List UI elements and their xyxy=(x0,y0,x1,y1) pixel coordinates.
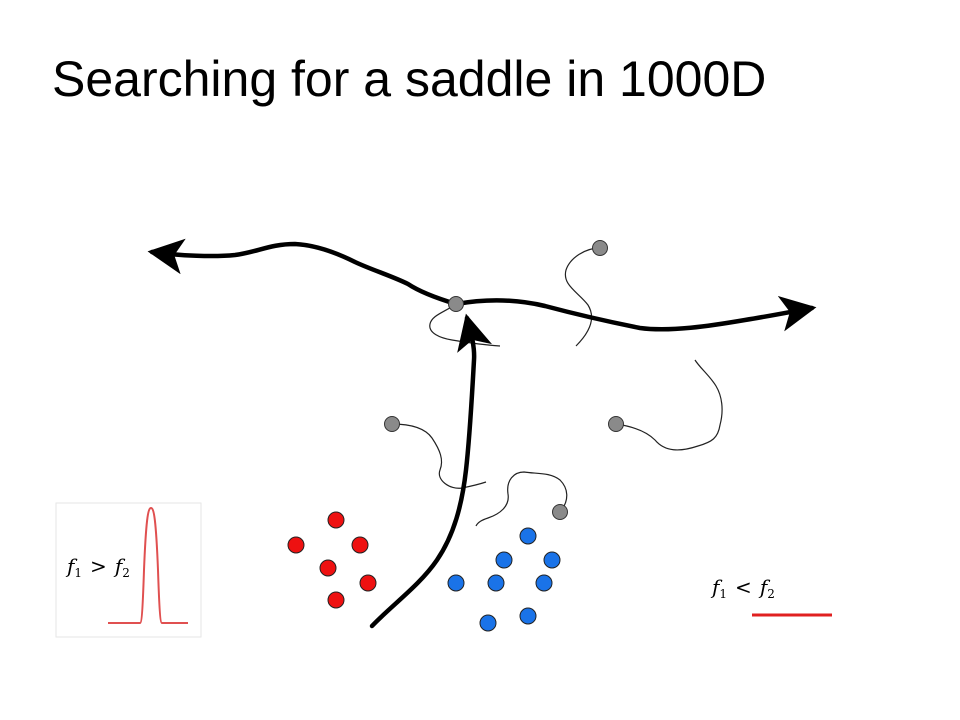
walk-from-lower-point xyxy=(475,471,568,527)
gray-point-lower xyxy=(552,504,568,520)
left-descent-path-arrow xyxy=(147,238,459,307)
right-inset: f1<f2 xyxy=(710,575,832,617)
blue-point xyxy=(495,551,513,569)
gray-points xyxy=(384,240,624,520)
gray-point-right xyxy=(608,416,624,432)
red-point xyxy=(351,536,369,554)
walk-from-top-right-point xyxy=(564,247,601,347)
red-cluster xyxy=(287,511,377,609)
blue-point xyxy=(479,614,497,632)
blue-point xyxy=(535,574,553,592)
left-inset-frame xyxy=(55,502,202,638)
right-descent-path-arrow xyxy=(453,295,817,332)
random-walk-trajectories xyxy=(391,247,723,527)
right-inset-equation: f1<f2 xyxy=(710,575,775,601)
saddle-paths xyxy=(147,238,817,629)
red-point xyxy=(319,559,337,577)
gray-point-left xyxy=(384,416,400,432)
left-sub1: 1 xyxy=(74,566,82,580)
red-point xyxy=(327,511,345,529)
red-point xyxy=(359,574,377,592)
blue-point xyxy=(487,574,505,592)
right-operator: < xyxy=(735,575,752,599)
blue-point xyxy=(447,574,465,592)
left-operator: > xyxy=(90,554,107,578)
gray-point-saddle xyxy=(448,296,464,312)
walk-near-saddle xyxy=(429,303,501,347)
ascent-path-arrow xyxy=(369,313,493,629)
walk-from-right-point xyxy=(615,359,723,451)
right-sub2: 2 xyxy=(767,587,775,601)
blue-point xyxy=(519,607,537,625)
slide-title: Searching for a saddle in 1000D xyxy=(52,51,767,107)
blue-point xyxy=(519,527,537,545)
left-inset: f1>f2 xyxy=(55,502,202,638)
blue-point xyxy=(543,551,561,569)
peak-curve xyxy=(108,506,188,624)
gray-point-top-right xyxy=(592,240,608,256)
blue-cluster xyxy=(447,527,561,632)
red-point xyxy=(327,591,345,609)
right-sub1: 1 xyxy=(719,587,727,601)
left-sub2: 2 xyxy=(122,566,130,580)
walk-from-left-point xyxy=(391,423,487,489)
red-point xyxy=(287,536,305,554)
